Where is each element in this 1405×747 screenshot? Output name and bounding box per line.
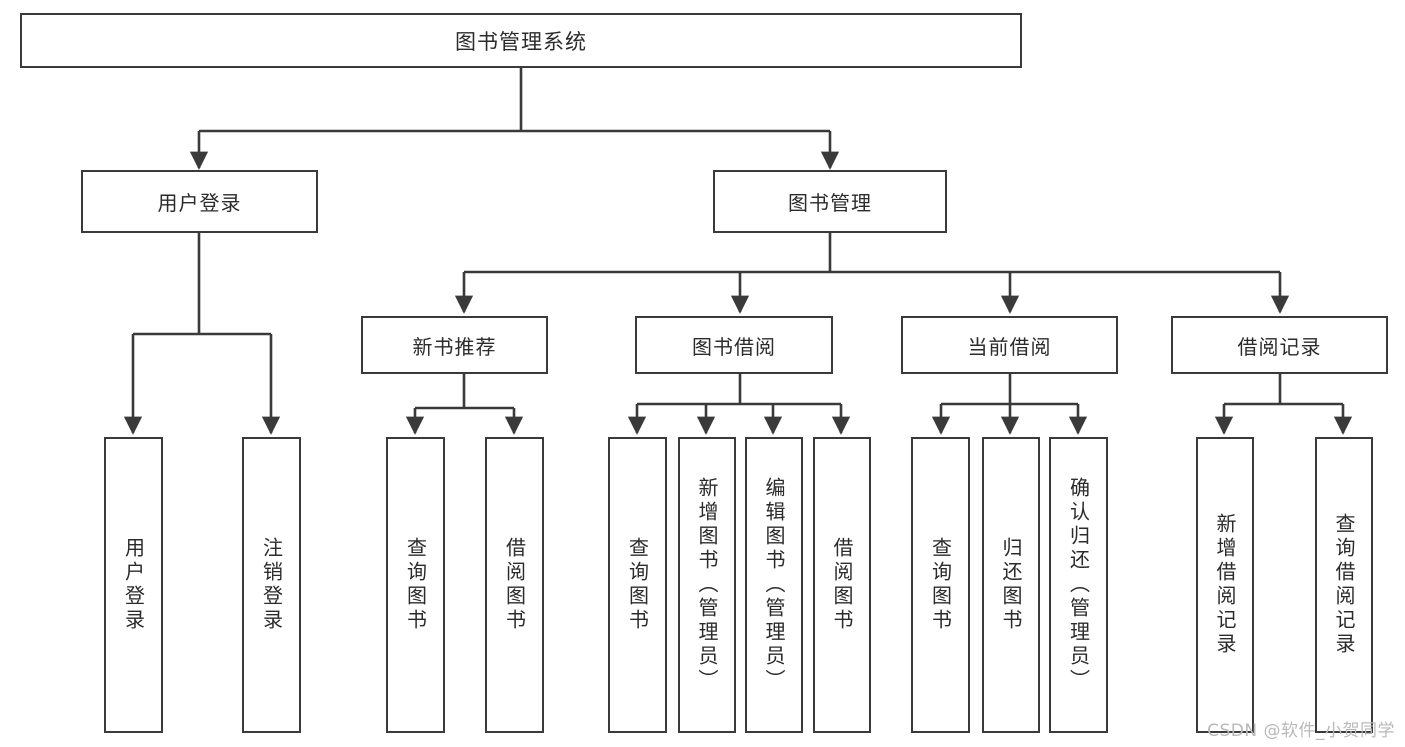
leaf-borrow-record-1-label: 新增借阅记录 (1213, 513, 1237, 657)
leaf-user-login-1-label: 用户登录 (121, 537, 146, 633)
node-new-book-recommend[interactable]: 新书推荐 (361, 316, 548, 374)
leaf-borrow-record-1[interactable]: 新增借阅记录 (1196, 437, 1254, 733)
node-borrow-record[interactable]: 借阅记录 (1171, 316, 1388, 374)
node-user-login-label: 用户登录 (157, 191, 242, 215)
node-book-manage-label: 图书管理 (788, 191, 872, 215)
leaf-book-borrow-4-label: 借阅图书 (830, 537, 854, 633)
leaf-book-borrow-1[interactable]: 查询图书 (608, 437, 667, 733)
leaf-current-borrow-1[interactable]: 查询图书 (911, 437, 970, 733)
node-book-borrow-label: 图书借阅 (692, 334, 776, 359)
node-current-borrow-label: 当前借阅 (967, 334, 1052, 359)
node-book-manage[interactable]: 图书管理 (713, 170, 947, 233)
leaf-book-borrow-2-label: 新增图书（管理员） (695, 477, 719, 693)
leaf-user-login-2[interactable]: 注销登录 (242, 437, 301, 733)
leaf-borrow-record-2-label: 查询借阅记录 (1332, 513, 1356, 657)
leaf-current-borrow-1-label: 查询图书 (928, 537, 953, 633)
leaf-current-borrow-2-label: 归还图书 (999, 537, 1023, 633)
leaf-new-book-1-label: 查询图书 (403, 537, 428, 633)
node-new-book-recommend-label: 新书推荐 (412, 334, 497, 359)
watermark: CSDN @软件_小贺同学 (1207, 721, 1395, 741)
leaf-current-borrow-3[interactable]: 确认归还（管理员） (1049, 437, 1108, 733)
leaf-borrow-record-2[interactable]: 查询借阅记录 (1315, 437, 1373, 733)
leaf-new-book-2-label: 借阅图书 (502, 537, 527, 633)
leaf-book-borrow-2[interactable]: 新增图书（管理员） (678, 437, 736, 733)
node-borrow-record-label: 借阅记录 (1237, 334, 1322, 359)
leaf-new-book-2[interactable]: 借阅图书 (485, 437, 544, 733)
leaf-new-book-1[interactable]: 查询图书 (386, 437, 445, 733)
leaf-current-borrow-2[interactable]: 归还图书 (982, 437, 1040, 733)
leaf-book-borrow-3-label: 编辑图书（管理员） (762, 477, 786, 693)
leaf-user-login-1[interactable]: 用户登录 (104, 437, 163, 733)
node-user-login[interactable]: 用户登录 (81, 170, 318, 233)
leaf-user-login-2-label: 注销登录 (259, 537, 284, 633)
node-book-borrow[interactable]: 图书借阅 (635, 316, 833, 374)
leaf-book-borrow-3[interactable]: 编辑图书（管理员） (745, 437, 803, 733)
leaf-book-borrow-4[interactable]: 借阅图书 (813, 437, 871, 733)
node-root-label: 图书管理系统 (455, 29, 587, 54)
leaf-book-borrow-1-label: 查询图书 (625, 537, 650, 633)
leaf-current-borrow-3-label: 确认归还（管理员） (1066, 477, 1091, 693)
node-root[interactable]: 图书管理系统 (20, 13, 1022, 68)
node-current-borrow[interactable]: 当前借阅 (901, 316, 1118, 374)
